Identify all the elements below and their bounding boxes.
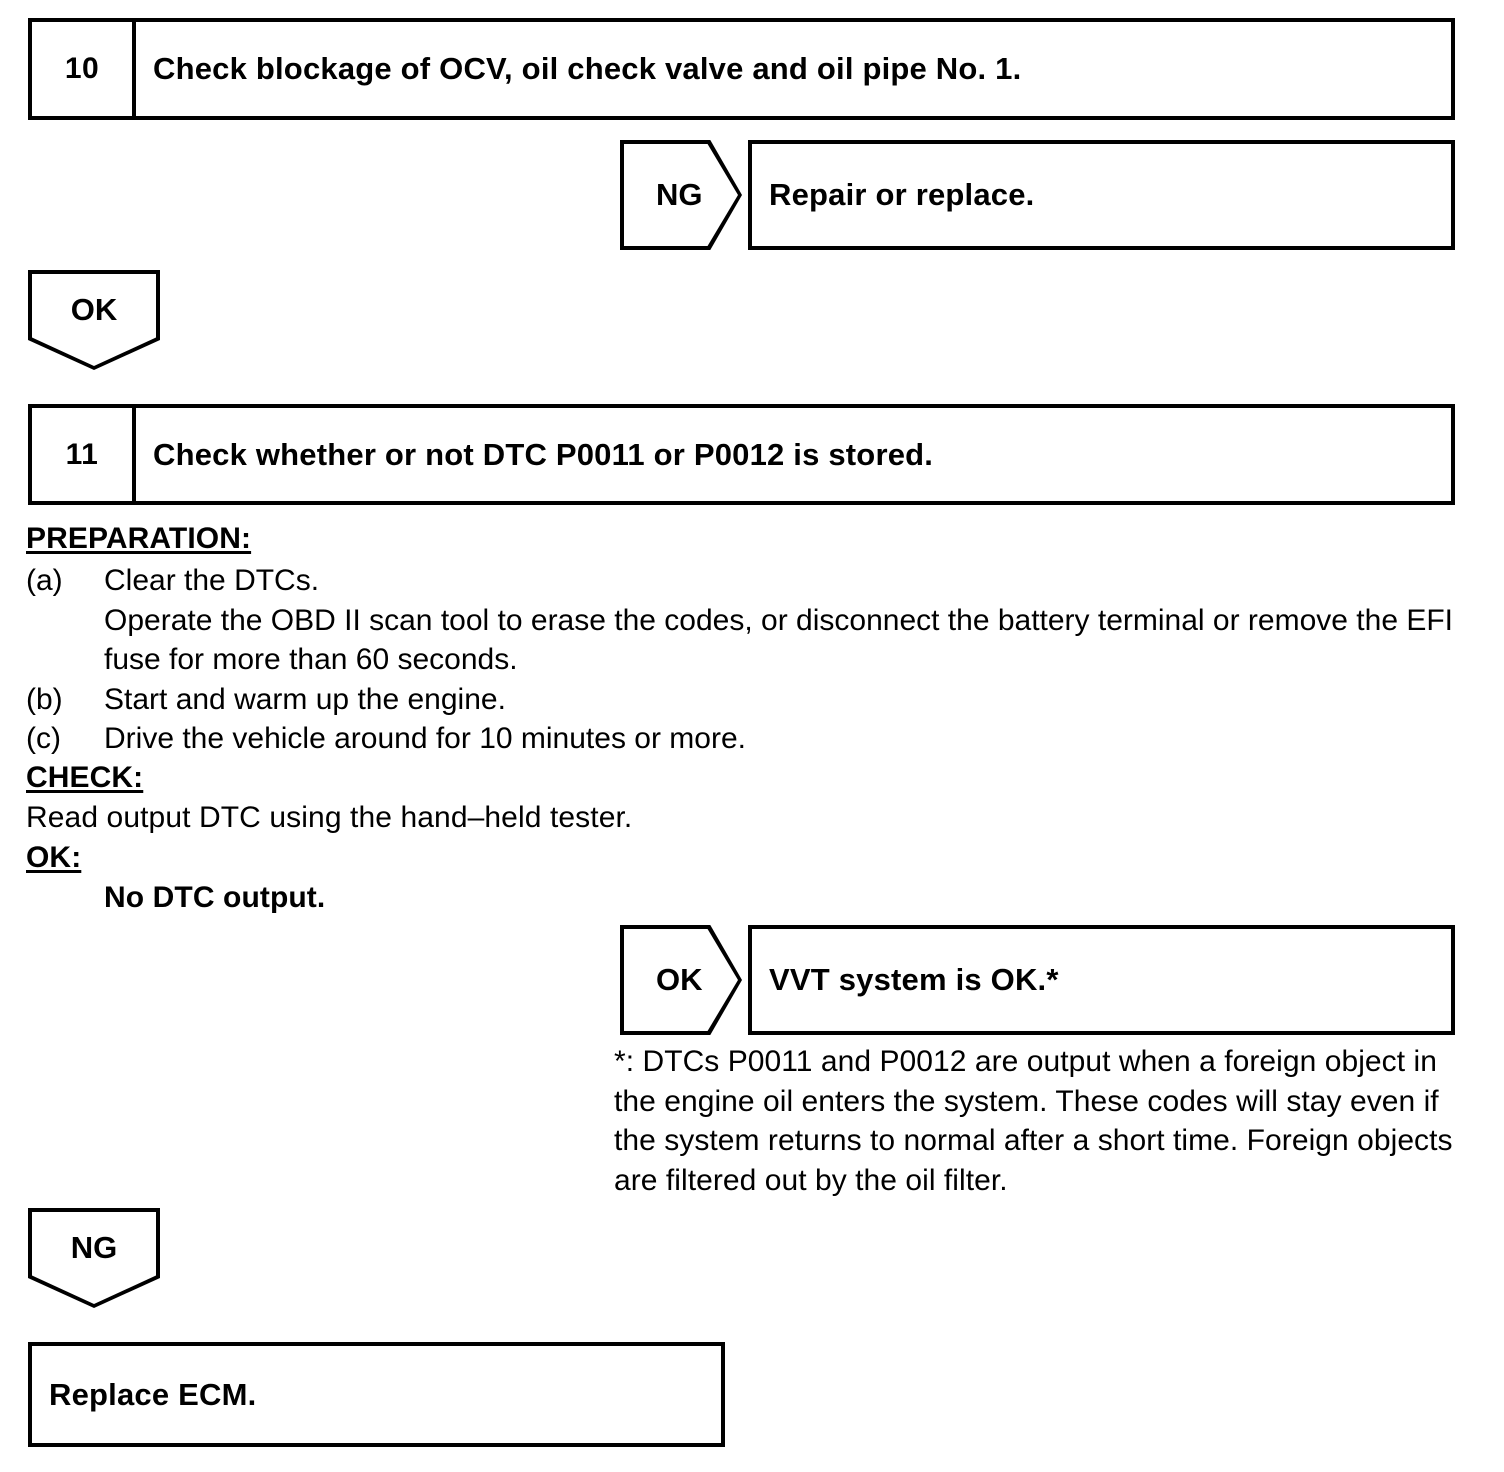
footnote-block: *: DTCs P0011 and P0012 are output when … — [614, 1042, 1474, 1200]
judgement-tag-ok-step11-inner: OK — [624, 929, 738, 1031]
preparation-heading-block: PREPARATION: — [26, 519, 926, 559]
judgement-tag-ng-step10-inner: NG — [624, 144, 738, 246]
result-box-repair-or-replace: Repair or replace. — [748, 140, 1455, 250]
list-item-body-a: Clear the DTCs. Operate the OBD II scan … — [104, 561, 1466, 680]
ok-criteria-text: No DTC output. — [104, 880, 326, 914]
list-item-line: Start and warm up the engine. — [104, 682, 506, 716]
ok-criteria-block: OK: No DTC output. — [26, 838, 1026, 917]
preparation-heading: PREPARATION: — [26, 522, 252, 555]
step-number-10: 10 — [32, 22, 136, 116]
judgement-tag-ng-step11: NG — [28, 1208, 160, 1308]
footnote-line: *: DTCs P0011 and P0012 are output when … — [614, 1045, 1437, 1078]
result-label-repair-or-replace: Repair or replace. — [769, 177, 1035, 212]
ok-criteria-heading: OK: — [26, 841, 82, 874]
check-heading: CHECK: — [26, 761, 144, 794]
list-item-line: Drive the vehicle around for 10 minutes … — [104, 722, 746, 755]
step-number-11: 11 — [32, 408, 136, 501]
result-label-replace-ecm: Replace ECM. — [49, 1376, 257, 1412]
list-item-body-c: Drive the vehicle around for 10 minutes … — [104, 719, 1466, 759]
list-item-marker-b: (b) — [26, 682, 63, 716]
footnote-line: the engine oil enters the system. These … — [614, 1084, 1439, 1118]
footnote-line: are filtered out by the oil filter. — [614, 1163, 1008, 1197]
result-box-vvt-ok: VVT system is OK.* — [748, 925, 1455, 1035]
check-block: CHECK: Read output DTC using the hand–he… — [26, 758, 1026, 837]
judgement-tag-ng-step10: NG — [620, 140, 742, 250]
judgement-tag-ok-step11: OK — [620, 925, 742, 1035]
judgement-tag-ok-step10: OK — [28, 270, 160, 370]
check-text: Read output DTC using the hand–held test… — [26, 800, 633, 834]
list-item-line: fuse for more than 60 seconds. — [104, 643, 518, 676]
preparation-list: (a) Clear the DTCs. Operate the OBD II s… — [26, 561, 1466, 759]
result-box-replace-ecm: Replace ECM. — [28, 1342, 725, 1447]
judgement-tag-ok-step10-inner: OK — [32, 274, 156, 366]
list-item: (c) Drive the vehicle around for 10 minu… — [26, 719, 1466, 759]
list-item-body-b: Start and warm up the engine. — [104, 680, 1466, 720]
step-title-10: Check blockage of OCV, oil check valve a… — [153, 51, 1022, 86]
judgement-tag-ng-step11-inner: NG — [32, 1212, 156, 1304]
step-box-11: 11 Check whether or not DTC P0011 or P00… — [28, 404, 1455, 505]
list-item: (a) Clear the DTCs. Operate the OBD II s… — [26, 561, 1466, 680]
list-item-line: Clear the DTCs. — [104, 564, 320, 597]
judgement-tag-ng-step11-label: NG — [70, 1230, 118, 1265]
judgement-tag-ok-step10-label: OK — [70, 292, 118, 327]
judgement-tag-ng-step10-label: NG — [656, 177, 703, 212]
list-item: (b) Start and warm up the engine. — [26, 680, 1466, 720]
judgement-tag-ok-step11-label: OK — [656, 962, 703, 997]
step-title-11: Check whether or not DTC P0011 or P0012 … — [153, 436, 934, 472]
list-item-marker-c: (c) — [26, 722, 61, 755]
footnote-line: the system returns to normal after a sho… — [614, 1124, 1453, 1157]
list-item-marker-a: (a) — [26, 564, 63, 597]
result-label-vvt-ok: VVT system is OK.* — [769, 962, 1059, 997]
step-box-10: 10 Check blockage of OCV, oil check valv… — [28, 18, 1455, 120]
list-item-line: Operate the OBD II scan tool to erase th… — [104, 603, 1454, 637]
